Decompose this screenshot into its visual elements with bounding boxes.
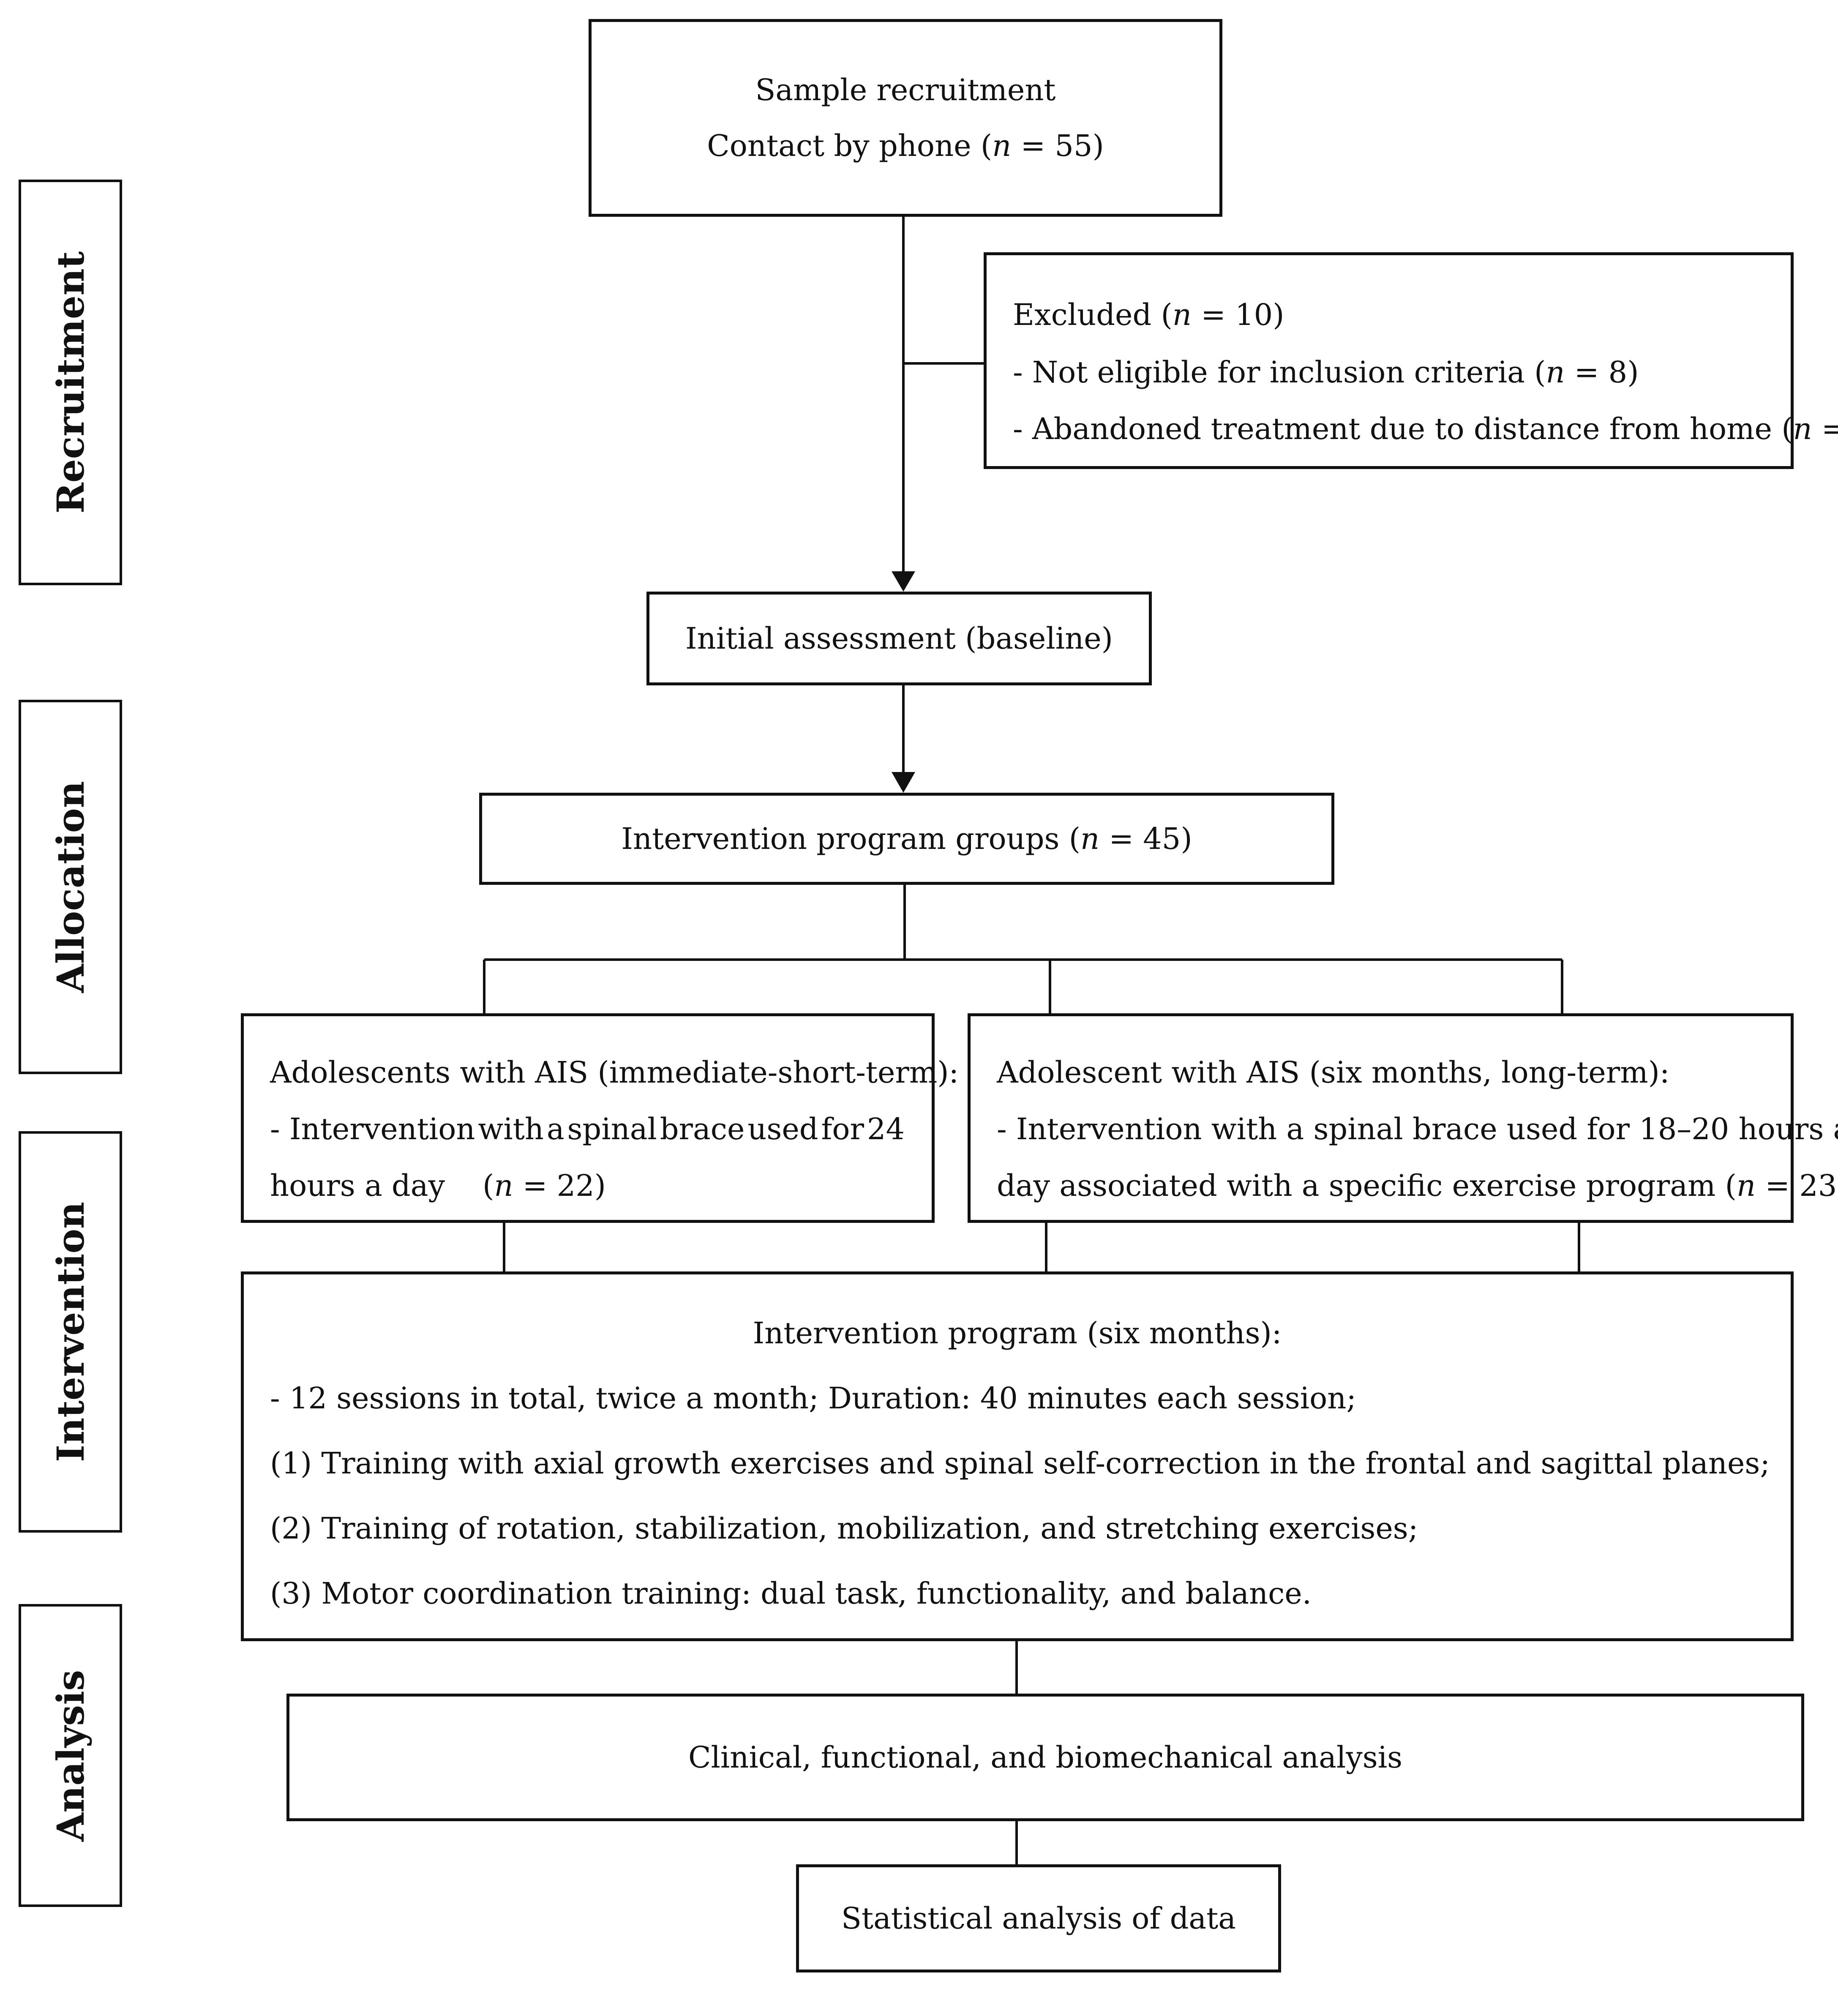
group-short-term-title: Adolescents with AIS (immediate-short-te… [270,1055,959,1090]
group-short-word: spinal [567,1112,657,1146]
excluded-title-suffix: = 10) [1191,297,1284,332]
baseline-label: Initial assessment (baseline) [685,621,1113,656]
program-groups-box: Intervention program groups (n = 45) [479,793,1334,885]
group-short-word: for [821,1112,864,1146]
group-short-word: used [747,1112,818,1146]
analysis-box: Clinical, functional, and biomechanical … [286,1694,1804,1821]
intervention-program-title: Intervention program (six months): [753,1316,1282,1350]
intervention-program-item: (3) Motor coordination training: dual ta… [270,1576,1312,1611]
stage-intervention-label: Intervention [48,1202,93,1462]
group-long-count-prefix: day associated with a specific exercise … [997,1168,1737,1203]
analysis-label: Clinical, functional, and biomechanical … [688,1740,1403,1775]
group-short-count-suffix: = 22) [513,1168,606,1203]
stage-analysis-label: Analysis [48,1670,93,1841]
sample-contact-suffix: = 55) [1011,128,1104,163]
groups-suffix: = 45) [1099,821,1192,856]
excluded-item-suffix: = 8) [1565,355,1639,390]
stage-recruitment: Recruitment [19,180,122,585]
excluded-title-n: n [1172,297,1192,332]
excluded-title-prefix: Excluded ( [1013,297,1173,332]
intervention-program-item: (2) Training of rotation, stabilization,… [270,1511,1418,1546]
excluded-item-suffix: = 2) [1821,412,1838,446]
intervention-program-item: (1) Training with axial growth exercises… [270,1446,1770,1481]
stage-allocation-label: Allocation [48,781,93,993]
stage-analysis: Analysis [19,1604,122,1907]
group-long-count-n: n [1737,1168,1756,1203]
excluded-item-prefix: - Not eligible for inclusion criteria ( [1013,355,1546,390]
stage-allocation: Allocation [19,700,122,1074]
sample-recruitment-contact: Contact by phone (n = 55) [707,131,1104,161]
group-long-term-detail: - Intervention with a spinal brace used … [997,1112,1838,1146]
intervention-program-box: Intervention program (six months): - 12 … [241,1271,1794,1641]
program-groups-label: Intervention program groups (n = 45) [621,824,1192,854]
group-short-word: with [478,1112,544,1146]
group-long-count-suffix: = 23) [1765,1168,1838,1203]
group-short-word: a [546,1112,564,1146]
group-short-term-count: hours a day (n = 22) [270,1168,606,1203]
group-long-term-title: Adolescent with AIS (six months, long-te… [997,1055,1670,1090]
group-short-count-prefix: hours a day ( [270,1168,494,1203]
group-long-term-box: Adolescent with AIS (six months, long-te… [968,1013,1838,1223]
group-short-word: brace [660,1112,745,1146]
group-short-count-n: n [494,1168,513,1203]
excluded-item: - Not eligible for inclusion criteria (n… [1013,355,1639,390]
arrowhead-groups [892,772,915,793]
group-short-word: - Intervention [270,1112,475,1146]
statistics-box: Statistical analysis of data [796,1864,1281,1972]
group-short-term-box: Adolescents with AIS (immediate-short-te… [241,1013,959,1223]
excluded-item-prefix: - Abandoned treatment due to distance fr… [1013,412,1793,446]
groups-n: n [1080,821,1100,856]
group-long-term-count: day associated with a specific exercise … [997,1168,1838,1203]
excluded-item-n: n [1793,412,1812,446]
sample-contact-n: n [992,128,1012,163]
group-short-term-detail: - Intervention with a spinal brace used … [270,1112,905,1146]
groups-prefix: Intervention program groups ( [621,821,1080,856]
excluded-item-n: n [1546,355,1565,390]
statistics-label: Statistical analysis of data [841,1901,1236,1936]
baseline-box: Initial assessment (baseline) [646,592,1152,685]
excluded-item: - Abandoned treatment due to distance fr… [1013,412,1838,446]
excluded-box: Excluded (n = 10) - Not eligible for inc… [984,252,1838,469]
sample-recruitment-box: Sample recruitment Contact by phone (n =… [589,19,1222,217]
group-short-word: 24 [867,1112,905,1146]
arrowhead-baseline [892,571,915,592]
stage-recruitment-label: Recruitment [48,251,93,514]
sample-contact-prefix: Contact by phone ( [707,128,993,163]
excluded-title: Excluded (n = 10) [1013,297,1284,332]
intervention-program-item: - 12 sessions in total, twice a month; D… [270,1381,1356,1416]
stage-intervention: Intervention [19,1131,122,1533]
sample-recruitment-title: Sample recruitment [755,73,1056,107]
